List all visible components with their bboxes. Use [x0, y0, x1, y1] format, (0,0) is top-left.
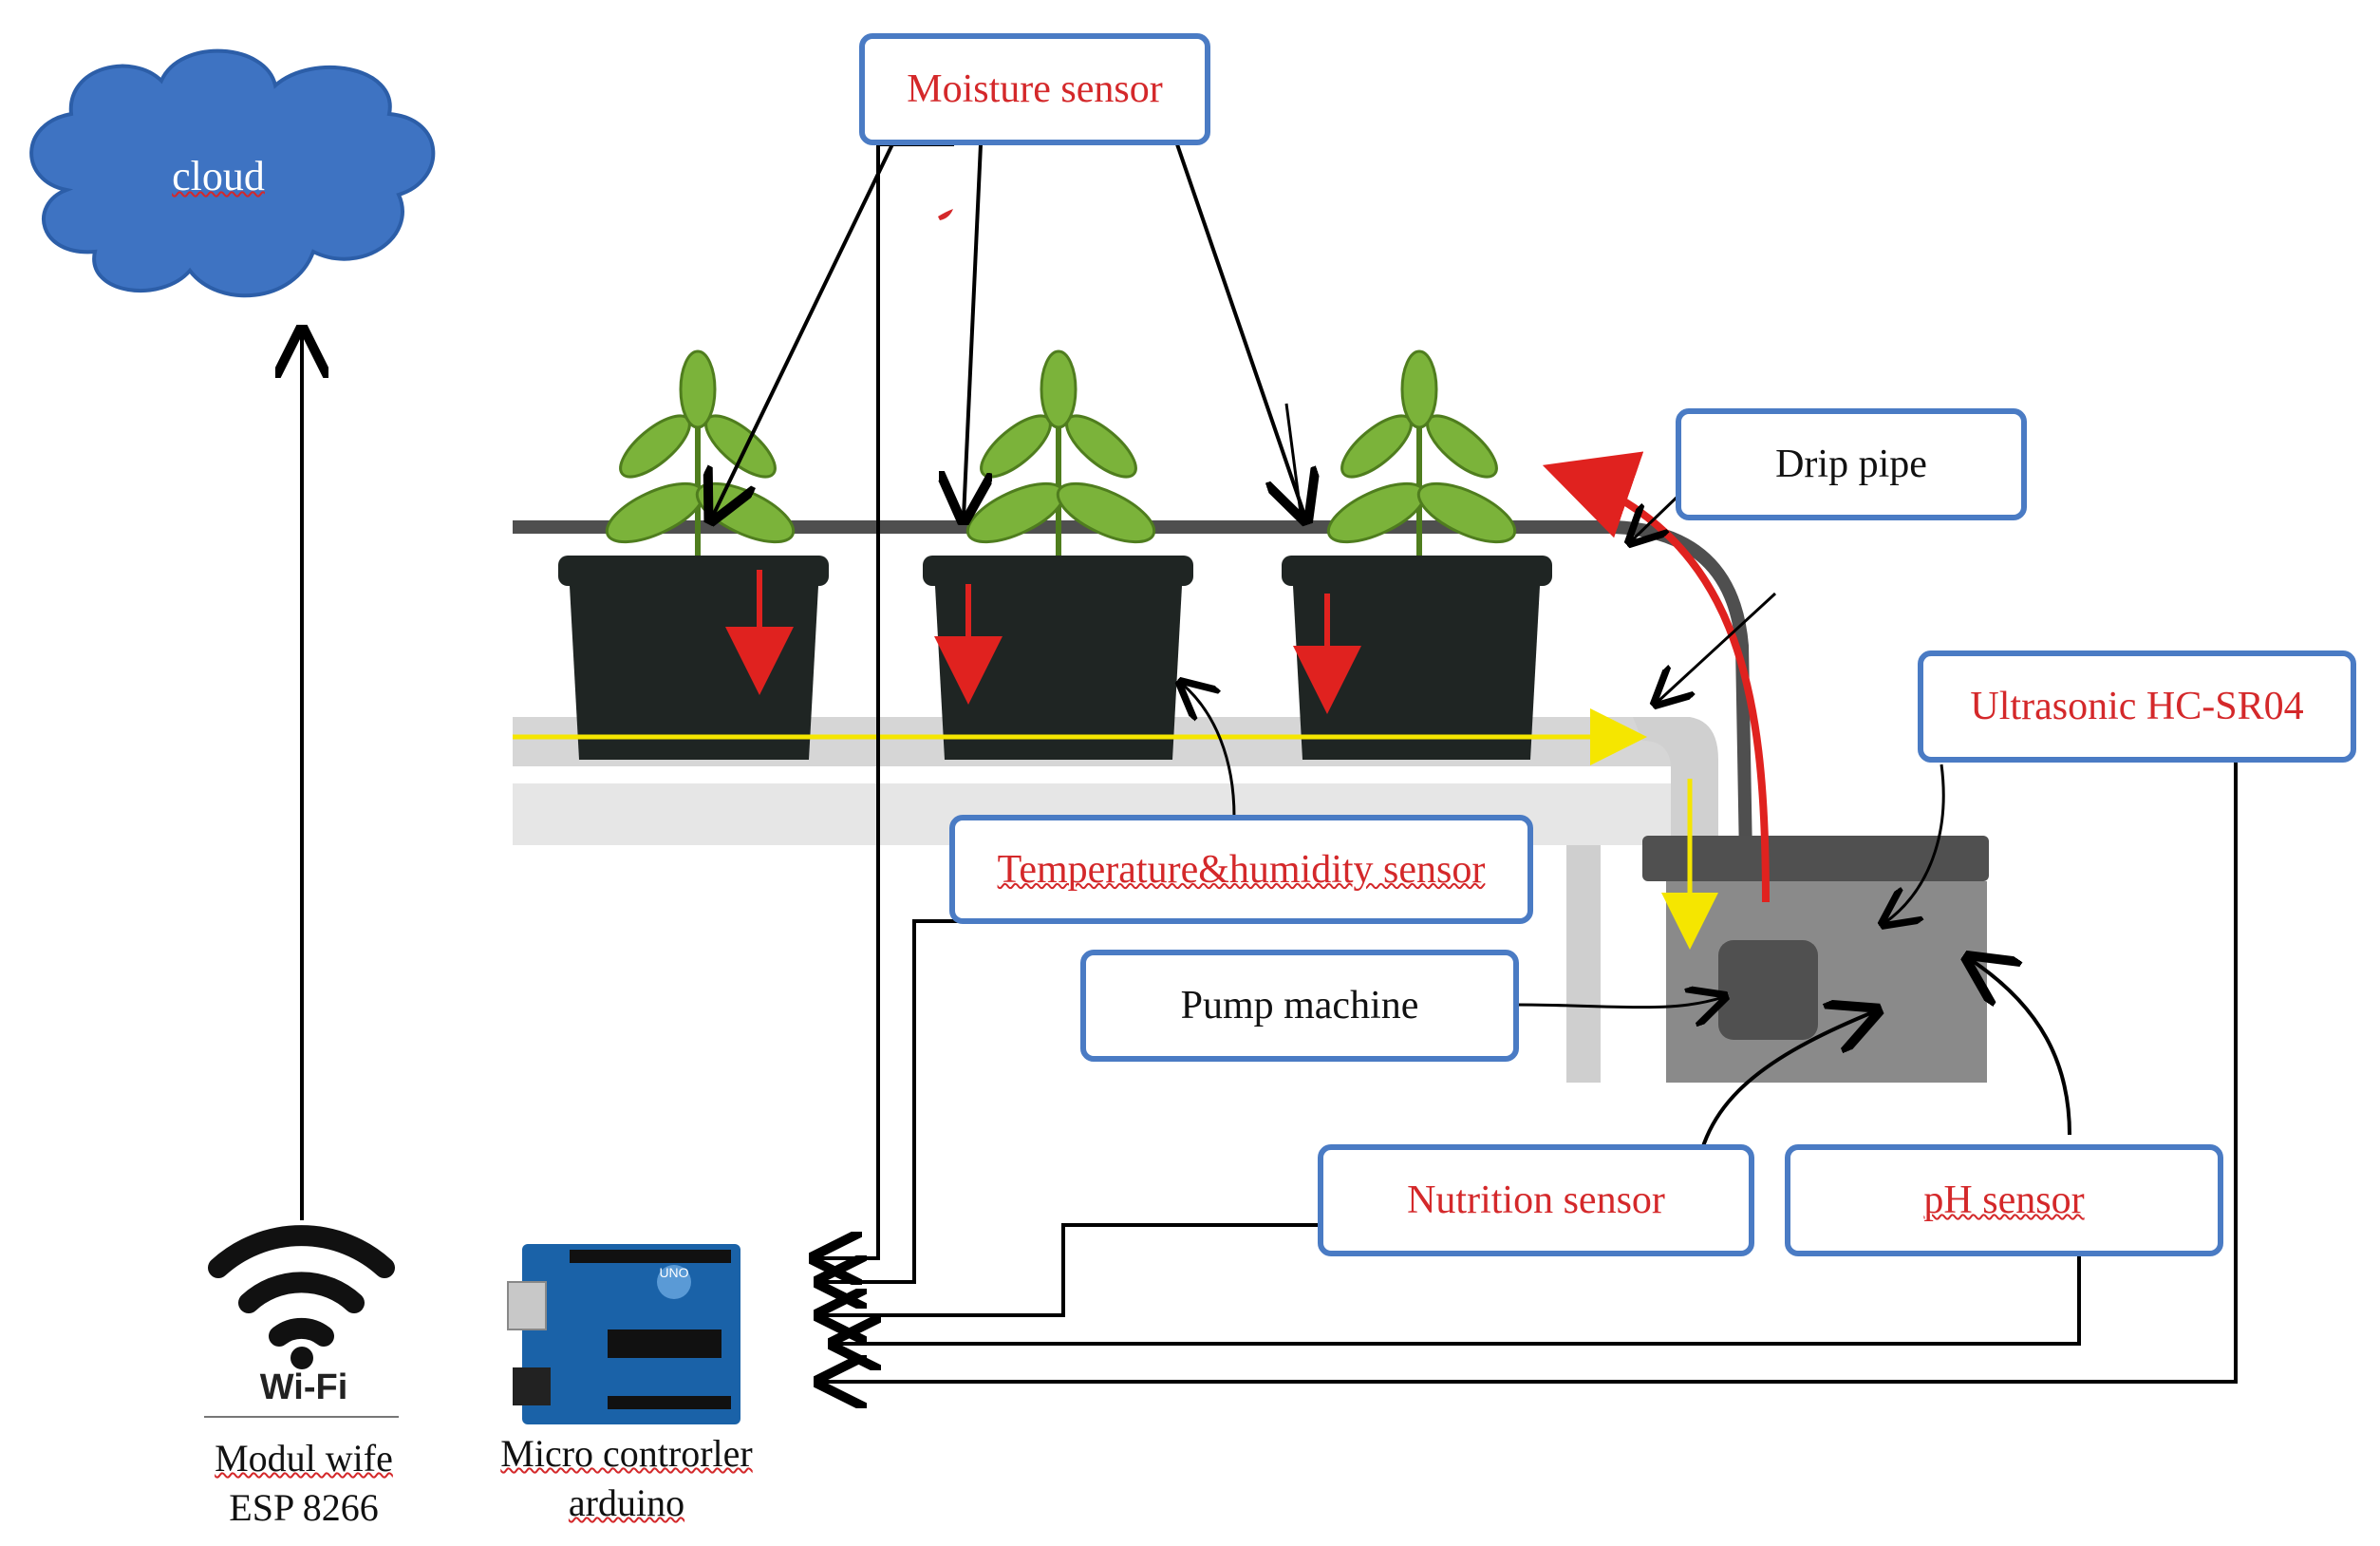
arduino-caption: Micro controrler arduino — [475, 1429, 778, 1528]
pump-machine-label: Pump machine — [1080, 950, 1519, 1062]
wifi-icon — [208, 1225, 395, 1369]
pump-pointer — [1513, 997, 1723, 1008]
plant-1-icon — [605, 349, 796, 556]
pump-flow-arrow — [1542, 451, 1770, 903]
temp-to-arduino — [821, 919, 1006, 1282]
nutrition-sensor-label: Nutrition sensor — [1318, 1144, 1754, 1256]
wifi-module-caption: Modul wife ESP 8266 — [161, 1434, 446, 1533]
arduino-caption-line1: Micro controrler — [500, 1432, 753, 1475]
arduino-caption-line2: arduino — [568, 1481, 685, 1524]
drip-pipe-pointer — [1631, 492, 1682, 541]
wifi-caption-line2: ESP 8266 — [229, 1486, 379, 1529]
temp-humidity-label: Temperature&humidity sensor — [949, 815, 1533, 924]
nutrition-to-arduino — [821, 1223, 1324, 1315]
pot-1 — [558, 556, 829, 760]
moisture-to-arduino — [816, 142, 954, 1258]
cloud-shape — [29, 48, 436, 298]
temp-pointer — [1182, 684, 1236, 818]
ph-pointer — [1970, 959, 2071, 1136]
plant-2-icon — [965, 349, 1156, 556]
moisture-to-pot-2 — [964, 143, 981, 518]
arduino-board-text: UNO — [659, 1265, 689, 1280]
pot-3 — [1282, 556, 1552, 760]
ph-to-arduino — [835, 1252, 2089, 1344]
water-tank — [1642, 836, 1989, 1083]
moisture-to-pot-1 — [712, 143, 894, 518]
pipe-pointer-2 — [1657, 592, 1777, 703]
ultrasonic-pointer — [1884, 764, 1945, 923]
plant-3-icon — [1326, 349, 1517, 556]
wifi-logo-text: Wi-Fi — [259, 1367, 348, 1407]
wifi-caption-line1: Modul wife — [215, 1437, 393, 1480]
moisture-to-pot-3 — [1175, 143, 1305, 518]
cloud-label: cloud — [172, 153, 265, 199]
ultrasonic-to-arduino — [821, 760, 2238, 1382]
arduino-board-icon — [507, 1244, 740, 1424]
drip-pipe-label: Drip pipe — [1676, 408, 2027, 520]
moisture-sensor-label: Moisture sensor — [859, 33, 1210, 145]
pot-2 — [923, 556, 1193, 760]
ultrasonic-label: Ultrasonic HC-SR04 — [1918, 650, 2356, 763]
ph-sensor-label: pH sensor — [1785, 1144, 2223, 1256]
